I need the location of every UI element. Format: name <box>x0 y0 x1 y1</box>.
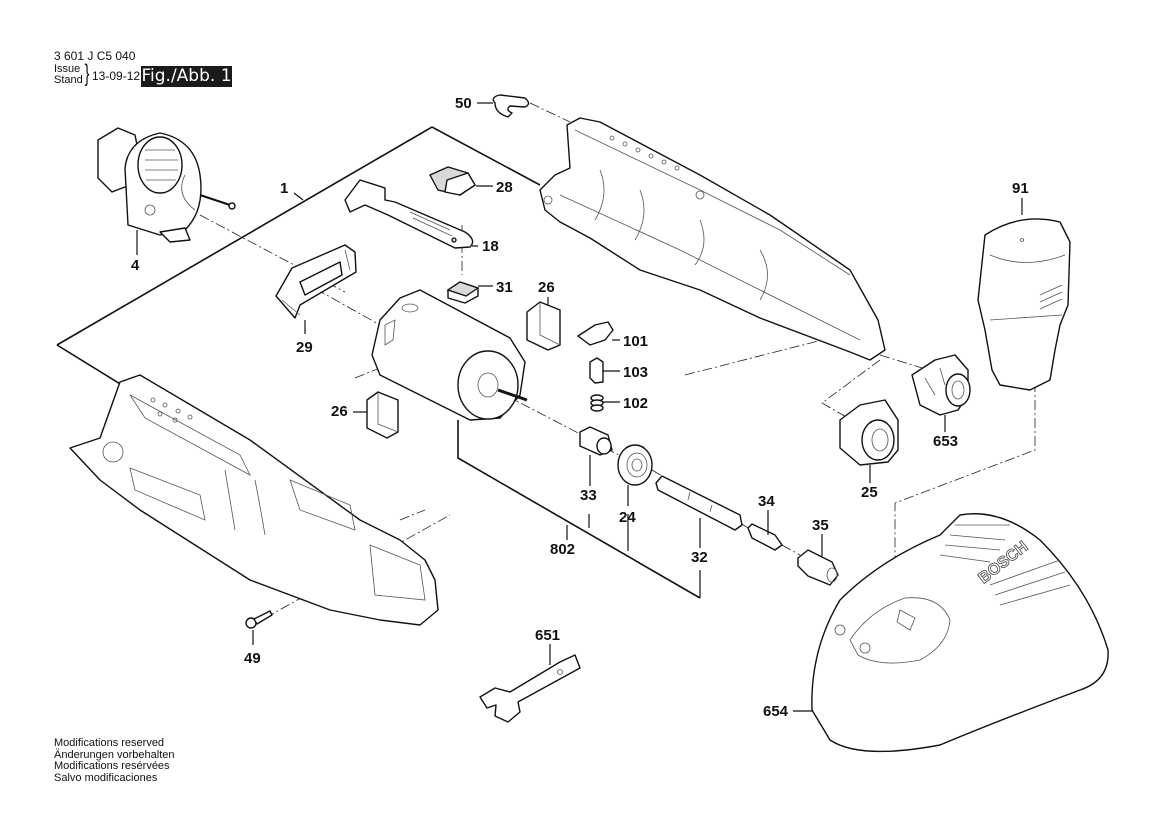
part-49-screw[interactable] <box>245 610 273 629</box>
label-part-31: 31 <box>496 279 513 296</box>
alignment-line <box>821 359 881 419</box>
document-number: 3 601 J C5 040 <box>54 49 136 63</box>
notice-de: Änderungen vorbehalten <box>54 748 175 761</box>
figure-label: Fig./Abb. 1 <box>141 66 232 87</box>
assembly-frame-1b <box>56 344 131 391</box>
part-102-spring[interactable] <box>590 394 604 412</box>
notice-fr: Modifications resérvées <box>54 760 170 772</box>
label-part-26-upper: 26 <box>538 279 555 296</box>
part-35-collet-nut[interactable] <box>797 549 839 586</box>
part-653-nose-cap[interactable] <box>911 354 971 416</box>
part-32-spindle[interactable] <box>655 475 743 531</box>
label-part-50: 50 <box>455 95 472 112</box>
part-24-bearing[interactable] <box>617 444 653 486</box>
label-part-34: 34 <box>758 493 775 510</box>
alignment-line <box>781 544 801 556</box>
motor[interactable] <box>371 289 528 421</box>
label-part-4: 4 <box>131 257 140 274</box>
part-28-slide-button[interactable] <box>429 166 476 196</box>
issue-date: 13-09-12 <box>92 69 141 83</box>
notice-es: Salvo modificaciones <box>54 771 158 784</box>
label-part-35: 35 <box>812 517 829 534</box>
label-part-25: 25 <box>861 484 878 501</box>
issue-label-de: Stand <box>54 74 83 86</box>
part-26-pad-lower[interactable] <box>366 391 399 439</box>
part-651-wrench[interactable] <box>479 654 581 723</box>
labels: 1 4 18 24 25 26 26 28 29 31 32 33 34 35 … <box>131 95 1029 720</box>
label-part-802: 802 <box>550 541 575 558</box>
part-101-lock-button[interactable] <box>577 321 614 346</box>
label-part-32: 32 <box>691 549 708 566</box>
label-part-1: 1 <box>280 180 288 197</box>
label-part-24: 24 <box>619 509 636 526</box>
label-part-651: 651 <box>535 627 560 644</box>
issue-label-en: Issue <box>54 63 81 75</box>
modifications-notice: Modifications reserved Änderungen vorbeh… <box>54 737 175 784</box>
label-part-28: 28 <box>496 179 513 196</box>
alignment-line <box>684 337 831 376</box>
part-103-lock-pin[interactable] <box>589 357 604 384</box>
part-34-collet[interactable] <box>747 523 783 551</box>
housing-half[interactable] <box>539 117 886 361</box>
part-18-slide-plate[interactable] <box>344 179 474 249</box>
label-part-91: 91 <box>1012 180 1029 197</box>
part-4-switch[interactable] <box>97 127 236 243</box>
label-part-653: 653 <box>933 433 958 450</box>
assembly-frame-802 <box>457 420 701 599</box>
part-26-pad-upper[interactable] <box>526 301 561 351</box>
issue-label: Issue Stand <box>54 64 83 86</box>
label-part-26-lower: 26 <box>331 403 348 420</box>
notice-en: Modifications reserved <box>54 737 165 749</box>
label-part-33: 33 <box>580 487 597 504</box>
label-part-18: 18 <box>482 238 499 255</box>
alignment-line <box>264 514 451 619</box>
assembly-frame-1 <box>56 126 541 346</box>
label-part-654: 654 <box>763 703 789 720</box>
alignment-line <box>651 469 663 477</box>
label-part-103: 103 <box>623 364 648 381</box>
part-654-charger[interactable]: BOSCH <box>811 513 1109 753</box>
label-part-49: 49 <box>244 650 261 667</box>
alignment-line <box>529 102 571 123</box>
label-part-102: 102 <box>623 395 648 412</box>
part-29-motor-holder[interactable] <box>275 244 357 319</box>
alignment-line <box>504 394 583 436</box>
label-part-29: 29 <box>296 339 313 356</box>
part-33-coupling[interactable] <box>579 426 613 456</box>
brace-glyph: } <box>84 60 90 87</box>
part-50-clip[interactable] <box>492 94 530 118</box>
part-31-pad[interactable] <box>446 281 480 304</box>
part-25-end-cap[interactable] <box>839 399 899 466</box>
alignment-line <box>399 509 426 521</box>
alignment-line <box>299 279 381 326</box>
tool-body-housing[interactable] <box>69 374 439 626</box>
alignment-line <box>879 354 936 373</box>
part-91-battery[interactable] <box>977 218 1071 391</box>
alignment-line <box>199 214 346 293</box>
label-part-101: 101 <box>623 333 648 350</box>
